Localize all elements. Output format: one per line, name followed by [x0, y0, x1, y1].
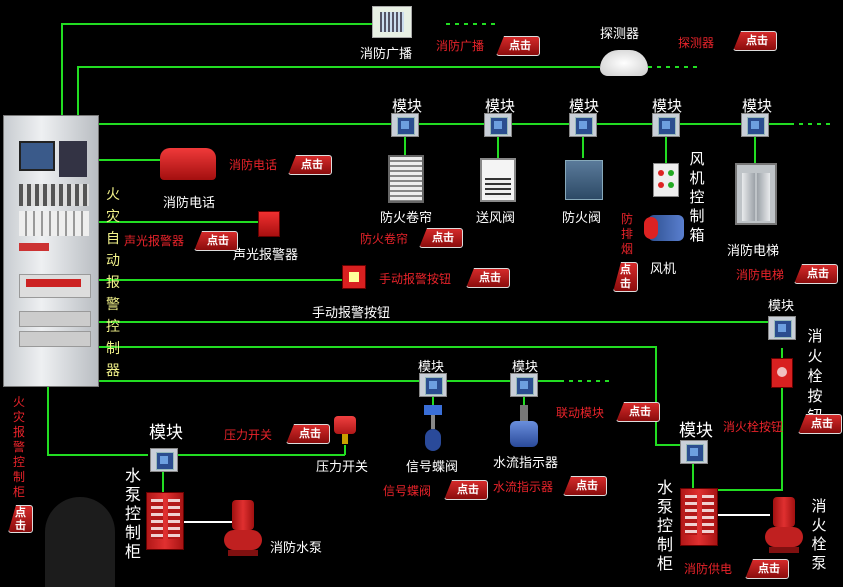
module-icon-10	[680, 440, 708, 464]
module-label-9: 模块	[149, 423, 183, 443]
butterfly-valve-label: 信号蝶阀	[406, 460, 459, 475]
elevator-label: 消防电梯	[727, 244, 780, 259]
fan-label: 风机	[650, 262, 677, 277]
pressure-switch-click-button[interactable]: 点击	[286, 424, 330, 444]
water-flow-link-label[interactable]: 水流指示器	[493, 480, 554, 494]
fire-shutter-label: 防火卷帘	[380, 211, 433, 226]
pump-control-cabinet-label-2: 水泵控制柜	[656, 478, 673, 573]
broadcast-label: 消防广播	[360, 47, 413, 62]
water-flow-indicator-icon	[510, 405, 538, 447]
fire-power-supply-click-button[interactable]: 点击	[745, 559, 789, 579]
module-icon-7	[419, 373, 447, 397]
phone-click-button[interactable]: 点击	[288, 155, 332, 175]
manual-alarm-click-button[interactable]: 点击	[466, 268, 510, 288]
alarm-icon	[258, 211, 280, 237]
fire-damper-icon	[565, 160, 603, 200]
pressure-switch-label: 压力开关	[316, 460, 369, 475]
fire-shutter-link-label[interactable]: 防火卷帘	[360, 232, 409, 246]
elevator-link-label[interactable]: 消防电梯	[736, 268, 785, 282]
fire-alarm-control-cabinet	[3, 115, 99, 387]
speaker-icon	[372, 6, 412, 38]
module-label-6: 模块	[768, 299, 795, 314]
hydrant-button-vertical-label: 消火栓按钮	[807, 327, 823, 425]
module-icon-6	[768, 316, 796, 340]
fan-icon	[644, 215, 684, 241]
fire-pump-icon	[224, 500, 264, 558]
detector-label: 探测器	[600, 27, 640, 42]
control-cabinet-side-label: 火灾报警控制柜	[12, 395, 25, 499]
phone-link-label[interactable]: 消防电话	[229, 158, 278, 172]
supply-valve-label: 送风阀	[476, 211, 516, 226]
sound-light-alarm-label: 声光报警器	[233, 248, 299, 263]
rolling-shutter-icon	[388, 155, 424, 203]
pump-control-cabinet-icon-1	[146, 492, 184, 550]
air-vent-icon	[480, 158, 516, 202]
module-label-10: 模块	[679, 421, 713, 441]
module-label-5: 模块	[742, 97, 773, 115]
fire-shutter-click-button[interactable]: 点击	[419, 228, 463, 248]
module-icon-8	[510, 373, 538, 397]
module-icon-1	[391, 113, 419, 137]
module-icon-5	[741, 113, 769, 137]
detector-link-label[interactable]: 探测器	[678, 36, 715, 50]
hydrant-pump-icon	[765, 497, 805, 555]
broadcast-link-label[interactable]: 消防广播	[436, 39, 485, 53]
hydrant-button-click-button[interactable]: 点击	[798, 414, 842, 434]
butterfly-valve-link-label[interactable]: 信号蝶阀	[383, 484, 432, 498]
linkage-module-click-button[interactable]: 点击	[616, 402, 660, 422]
manual-alarm-label: 手动报警按钮	[312, 306, 391, 321]
sound-light-alarm-link-label[interactable]: 声光报警器	[124, 234, 185, 248]
pressure-switch-icon	[334, 416, 356, 444]
manual-alarm-link-label[interactable]: 手动报警按钮	[379, 272, 452, 286]
pressure-switch-link-label[interactable]: 压力开关	[224, 428, 273, 442]
fire-damper-label: 防火阀	[562, 211, 602, 226]
fire-power-supply-link-label[interactable]: 消防供电	[684, 562, 733, 576]
butterfly-valve-icon	[424, 405, 442, 451]
hydrant-button-link-label[interactable]: 消火栓按钮	[723, 420, 784, 434]
water-flow-click-button[interactable]: 点击	[563, 476, 607, 496]
pump-control-cabinet-label-1: 水泵控制柜	[124, 466, 141, 561]
elevator-icon	[735, 163, 777, 225]
fan-control-box-label: 风机控制箱	[689, 150, 705, 244]
module-icon-2	[484, 113, 512, 137]
elevator-click-button[interactable]: 点击	[794, 264, 838, 284]
module-label-1: 模块	[392, 97, 423, 115]
module-label-8: 模块	[512, 360, 539, 375]
module-icon-4	[652, 113, 680, 137]
module-label-2: 模块	[485, 97, 516, 115]
module-label-3: 模块	[569, 97, 600, 115]
water-flow-indicator-label: 水流指示器	[493, 456, 559, 471]
linkage-module-link-label[interactable]: 联动模块	[556, 406, 605, 420]
phone-icon	[160, 148, 216, 180]
hydrant-button-icon	[771, 358, 793, 388]
fan-control-box-icon	[653, 163, 679, 197]
module-label-7: 模块	[418, 360, 445, 375]
module-icon-9	[150, 448, 178, 472]
broadcast-click-button[interactable]: 点击	[496, 36, 540, 56]
smoke-exhaust-label[interactable]: 防排烟	[620, 212, 633, 256]
phone-label: 消防电话	[163, 196, 216, 211]
module-icon-3	[569, 113, 597, 137]
pump-control-cabinet-icon-2	[680, 488, 718, 546]
operator-silhouette	[45, 497, 115, 587]
smoke-detector-icon	[600, 50, 648, 76]
hydrant-pump-label: 消火栓泵	[811, 497, 827, 572]
sound-light-alarm-click-button[interactable]: 点击	[194, 231, 238, 251]
control-cabinet-label: 火灾自动报警控制器	[106, 187, 120, 379]
manual-alarm-icon	[342, 265, 366, 289]
fire-pump-label: 消防水泵	[270, 541, 323, 556]
module-label-4: 模块	[652, 97, 683, 115]
